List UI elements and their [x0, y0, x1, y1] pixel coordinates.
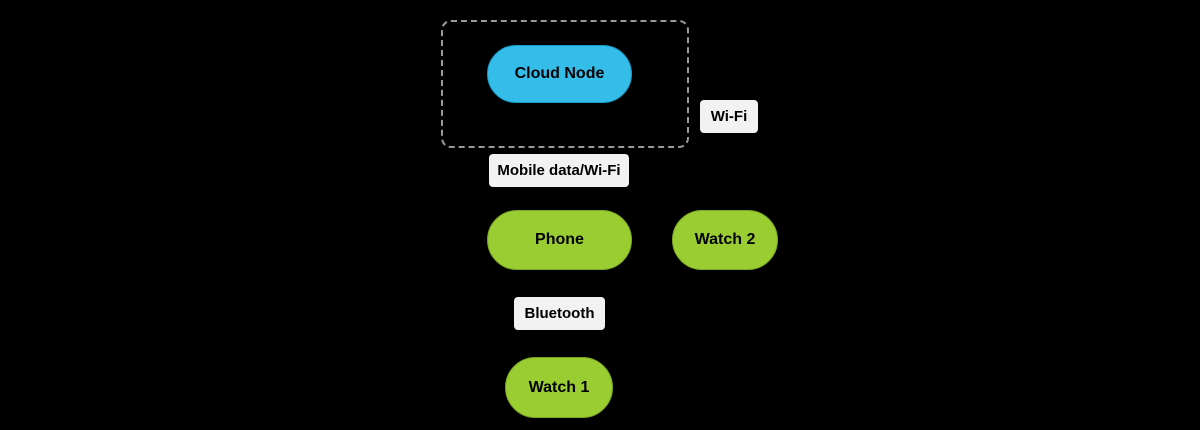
edge-label-wifi-text: Wi-Fi — [710, 108, 748, 125]
edge-label-mobile-data-wifi: Mobile data/Wi-Fi — [489, 154, 629, 187]
node-cloud-label: Cloud Node — [514, 65, 605, 82]
edge-label-bluetooth: Bluetooth — [514, 297, 605, 330]
node-watch1-label: Watch 1 — [528, 378, 590, 396]
node-watch2-label: Watch 2 — [694, 231, 756, 248]
node-cloud: Cloud Node — [487, 45, 632, 103]
node-phone: Phone — [487, 210, 632, 270]
node-watch1: Watch 1 — [505, 357, 613, 418]
node-phone-label: Phone — [535, 231, 584, 248]
edge-label-mobile-data-wifi-text: Mobile data/Wi-Fi — [497, 162, 621, 179]
edge-label-bluetooth-text: Bluetooth — [524, 305, 595, 322]
cloud-cluster-boundary — [441, 20, 689, 148]
edge-label-wifi: Wi-Fi — [700, 100, 758, 133]
node-watch2: Watch 2 — [672, 210, 778, 270]
